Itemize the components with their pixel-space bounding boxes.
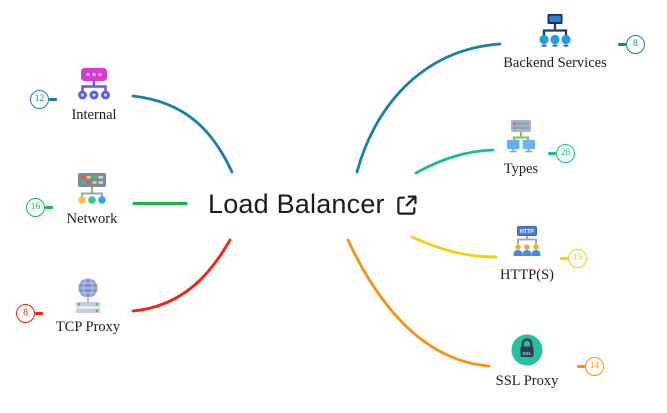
count-value: 8 bbox=[626, 35, 645, 54]
node-backend-services[interactable]: Backend Services bbox=[490, 12, 620, 72]
node-https[interactable]: HTTP HTTP(S) bbox=[462, 224, 592, 284]
node-label: Backend Services bbox=[503, 55, 607, 71]
branch-curve-types bbox=[414, 148, 495, 175]
count-badge-network[interactable]: 16 bbox=[26, 198, 53, 217]
count-badge-tcp-proxy[interactable]: 8 bbox=[16, 304, 43, 323]
badge-dash bbox=[49, 98, 57, 101]
server-monitors-icon bbox=[507, 120, 535, 153]
branch-curve-https bbox=[410, 235, 498, 259]
count-badge-https[interactable]: 15 bbox=[560, 249, 587, 268]
node-label: Types bbox=[503, 161, 539, 177]
badge-dash bbox=[618, 43, 626, 46]
node-internal[interactable]: Internal bbox=[39, 64, 149, 124]
node-types[interactable]: Types bbox=[456, 118, 586, 178]
network-switch-icon bbox=[78, 173, 106, 204]
root-node-label: Load Balancer bbox=[208, 189, 385, 219]
branch-curve-internal bbox=[131, 94, 234, 174]
count-badge-backend-services[interactable]: 8 bbox=[618, 35, 645, 54]
count-value: 28 bbox=[556, 144, 575, 163]
node-label: Network bbox=[66, 211, 118, 227]
branch-curve-tcp-proxy bbox=[131, 238, 232, 313]
node-ssl-proxy[interactable]: SSL SSL Proxy bbox=[462, 330, 592, 390]
svg-text:SSL: SSL bbox=[522, 351, 531, 357]
backend-services-icon bbox=[539, 14, 571, 47]
svg-text:HTTP: HTTP bbox=[520, 229, 534, 235]
count-value: 8 bbox=[16, 304, 35, 323]
count-badge-internal[interactable]: 12 bbox=[30, 90, 57, 109]
branch-curve-ssl-proxy bbox=[346, 238, 491, 368]
branch-curve-backend-services bbox=[355, 42, 502, 174]
count-value: 15 bbox=[568, 249, 587, 268]
node-network[interactable]: Network bbox=[37, 168, 147, 228]
internal-network-icon bbox=[78, 68, 110, 100]
badge-dash bbox=[45, 206, 53, 209]
root-node-load-balancer[interactable]: Load Balancer bbox=[208, 189, 419, 220]
count-value: 14 bbox=[585, 357, 604, 376]
badge-dash bbox=[35, 312, 43, 315]
node-label: SSL Proxy bbox=[495, 373, 559, 389]
badge-dash bbox=[577, 365, 585, 368]
count-badge-ssl-proxy[interactable]: 14 bbox=[577, 357, 604, 376]
node-label: HTTP(S) bbox=[500, 267, 554, 283]
tcp-proxy-globe-icon bbox=[76, 277, 100, 313]
http-users-icon: HTTP bbox=[513, 226, 541, 256]
external-link-icon[interactable] bbox=[394, 193, 419, 218]
badge-dash bbox=[560, 257, 568, 260]
ssl-lock-icon: SSL bbox=[511, 334, 543, 366]
node-label: TCP Proxy bbox=[55, 319, 121, 335]
count-value: 16 bbox=[26, 198, 45, 217]
badge-dash bbox=[548, 152, 556, 155]
node-tcp-proxy[interactable]: TCP Proxy bbox=[33, 276, 143, 336]
count-value: 12 bbox=[30, 90, 49, 109]
count-badge-types[interactable]: 28 bbox=[548, 144, 575, 163]
node-label: Internal bbox=[71, 107, 117, 123]
